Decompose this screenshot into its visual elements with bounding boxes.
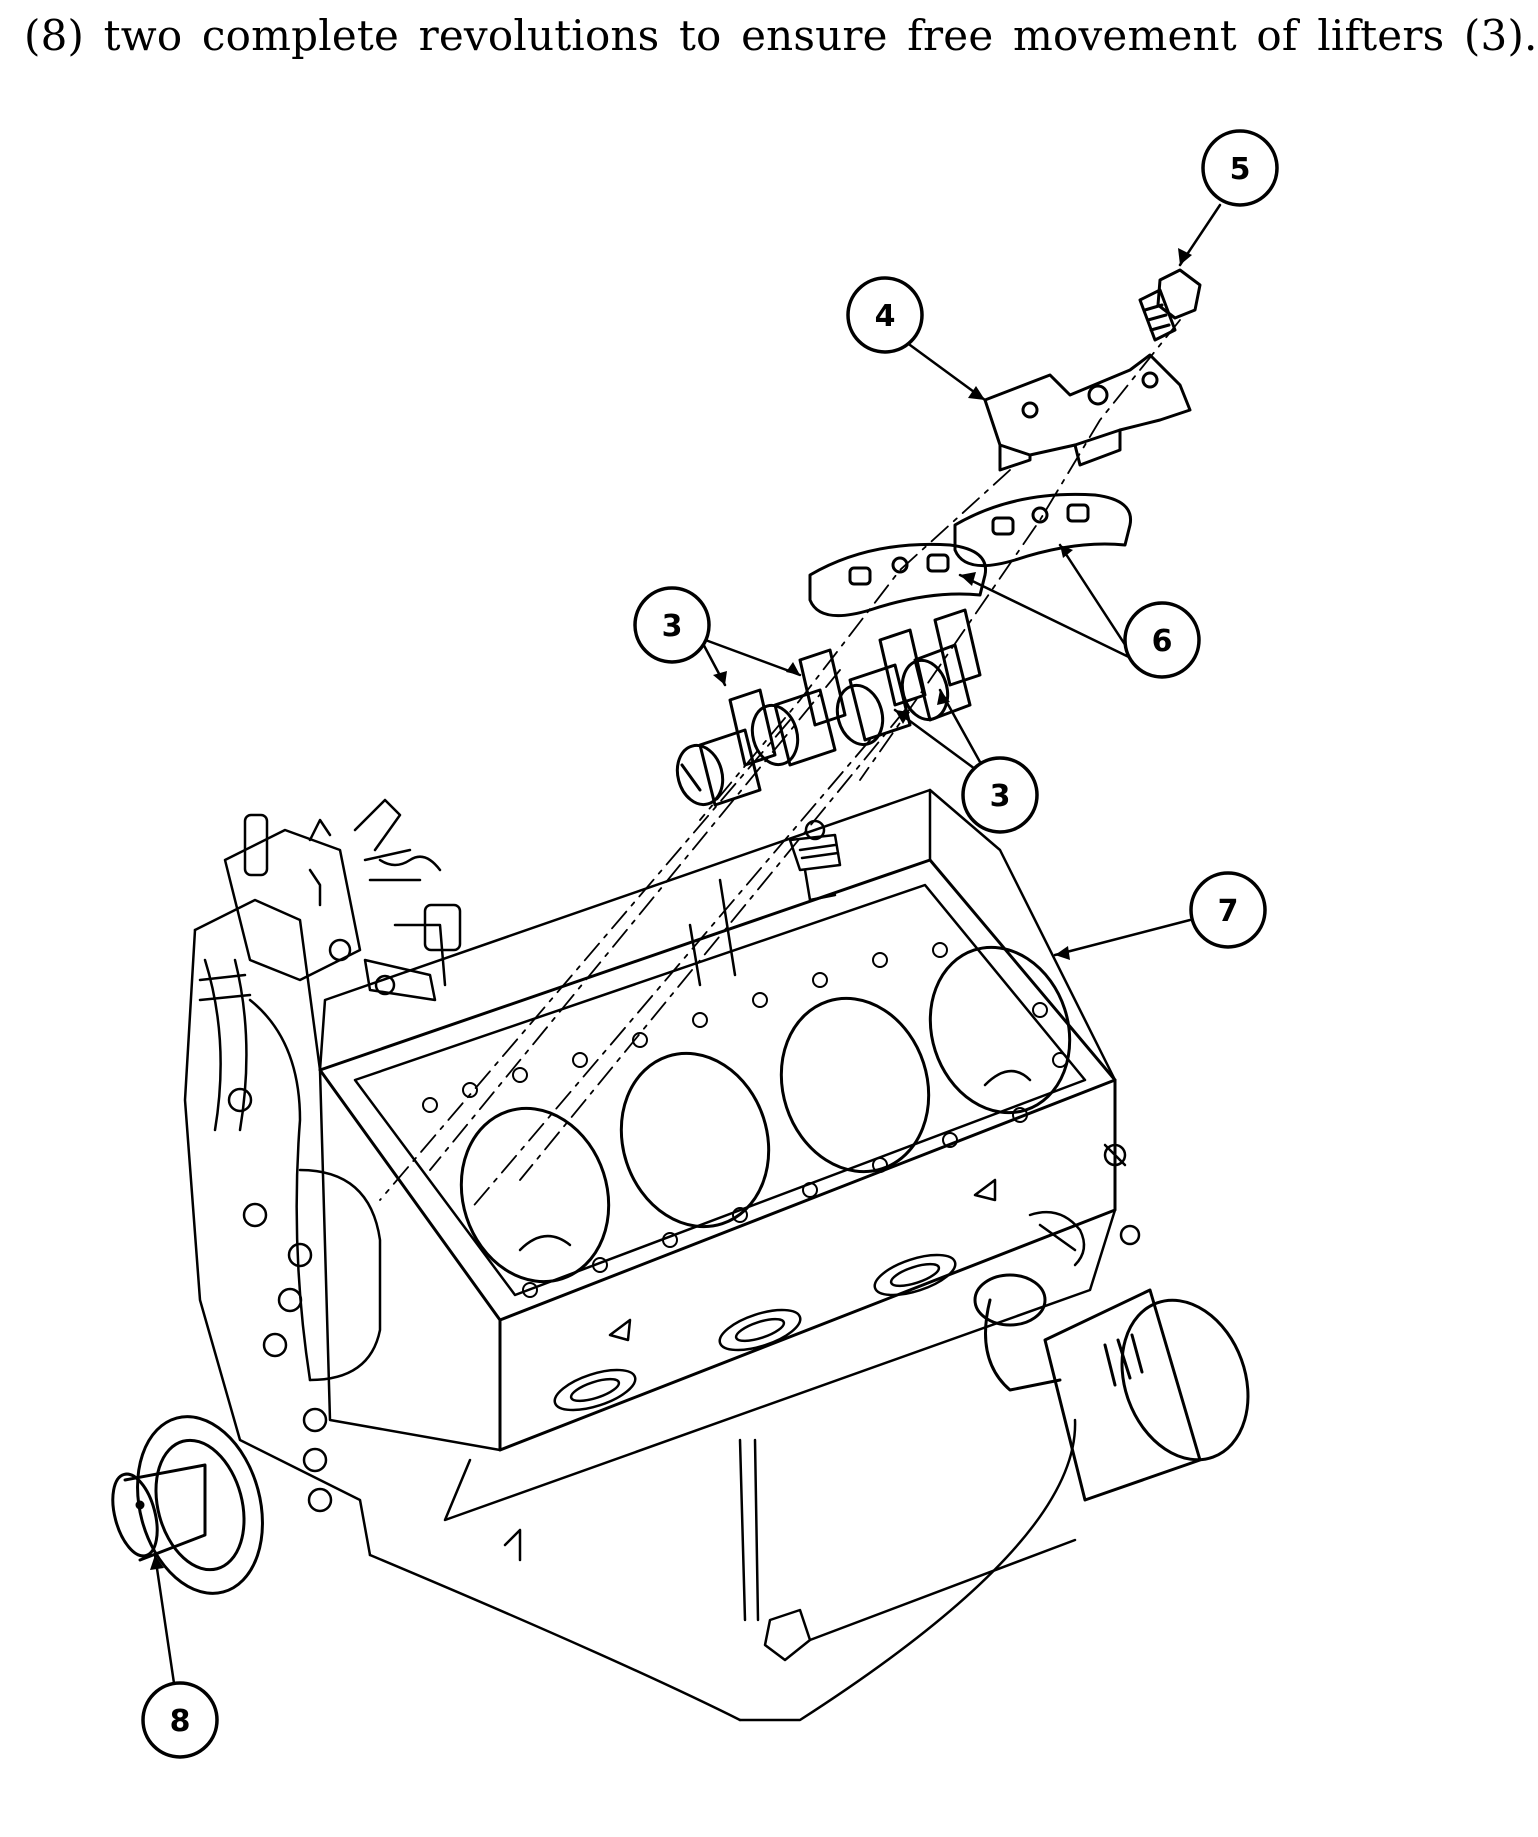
instruction-text: (8) two complete revolutions to ensure f… bbox=[24, 11, 1538, 60]
crankshaft-hub bbox=[111, 1415, 264, 1595]
callout-5: 5 bbox=[1201, 129, 1279, 207]
svg-text:3: 3 bbox=[990, 779, 1011, 814]
guide-retainer bbox=[983, 353, 1192, 472]
front-cover bbox=[183, 798, 842, 1557]
lifter-guides bbox=[808, 492, 1133, 618]
leader-arrowheads bbox=[150, 248, 1192, 1570]
leader-lines bbox=[153, 203, 1222, 1692]
lifters bbox=[675, 608, 982, 807]
callout-3-upper: 3 bbox=[633, 586, 711, 664]
svg-text:6: 6 bbox=[1152, 624, 1173, 659]
document-page: (8) two complete revolutions to ensure f… bbox=[24, 11, 1538, 1759]
svg-text:7: 7 bbox=[1218, 894, 1239, 929]
callout-6: 6 bbox=[1123, 601, 1201, 679]
dipstick bbox=[738, 1438, 1077, 1662]
callout-8: 8 bbox=[141, 1681, 219, 1759]
svg-text:5: 5 bbox=[1230, 152, 1251, 187]
engine-exploded-illustration: 5 4 6 3 3 7 8 bbox=[111, 129, 1279, 1759]
oil-filter bbox=[973, 1273, 1250, 1502]
svg-text:3: 3 bbox=[662, 609, 683, 644]
svg-text:4: 4 bbox=[875, 299, 896, 334]
callout-3-lower: 3 bbox=[961, 756, 1039, 834]
retainer-bolt bbox=[1138, 268, 1202, 342]
engine-block bbox=[318, 788, 1141, 1722]
alignment-lines bbox=[379, 319, 1181, 1211]
callouts: 5 4 6 3 3 7 8 bbox=[141, 129, 1279, 1759]
svg-text:8: 8 bbox=[170, 1704, 191, 1739]
callout-7: 7 bbox=[1189, 871, 1267, 949]
callout-4: 4 bbox=[846, 276, 924, 354]
